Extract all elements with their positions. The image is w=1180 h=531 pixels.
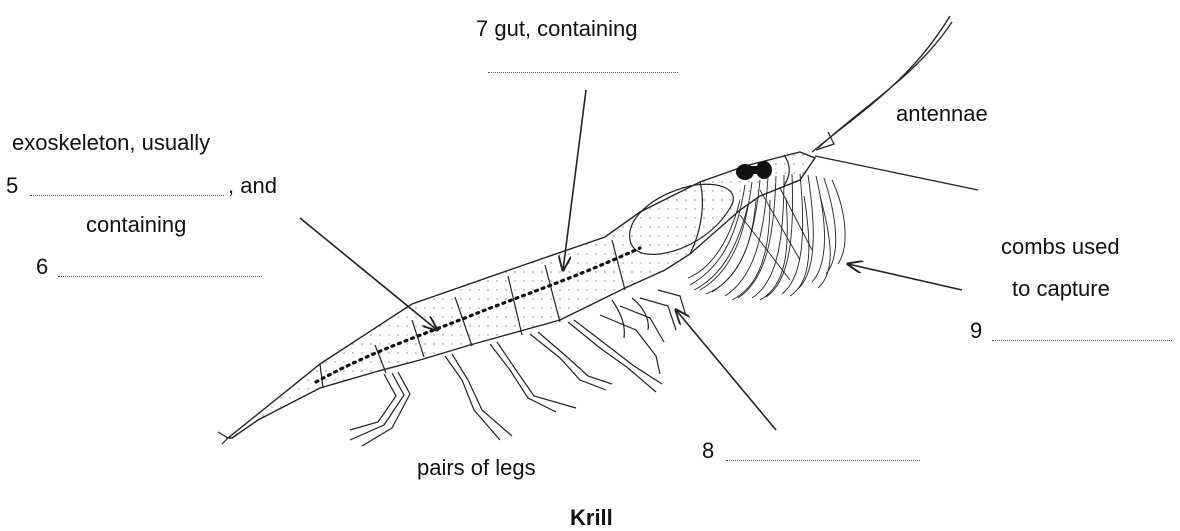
answer-blank-8[interactable] (726, 460, 920, 461)
label-7-caption: gut, containing (494, 16, 637, 41)
label-7-number: 7 (476, 16, 488, 41)
label-5-line1: exoskeleton, usually (12, 132, 210, 154)
label-5-after: , and (228, 175, 277, 197)
answer-blank-7[interactable] (488, 72, 678, 73)
antennae-label: antennae (896, 103, 988, 125)
label-9-line1: combs used (1001, 236, 1120, 258)
arrow-to-combs (848, 264, 962, 290)
answer-blank-5[interactable] (30, 195, 224, 196)
arrow-to-exoskeleton (300, 218, 437, 330)
answer-blank-9[interactable] (992, 340, 1172, 341)
label-9-number: 9 (970, 320, 982, 342)
label-5-line3: containing (86, 214, 186, 236)
krill-body (218, 152, 815, 444)
label-9-line2: to capture (1012, 278, 1110, 300)
arrow-to-small-legs (676, 310, 776, 430)
arrow-to-gut (563, 90, 586, 270)
label-8-number: 8 (702, 440, 714, 462)
label-7-text: 7 gut, containing (476, 18, 637, 40)
answer-blank-6[interactable] (58, 276, 262, 277)
label-5-number: 5 (6, 175, 18, 197)
legs-label: pairs of legs (417, 457, 536, 479)
label-6-number: 6 (36, 256, 48, 278)
diagram-title: Krill (570, 505, 613, 531)
